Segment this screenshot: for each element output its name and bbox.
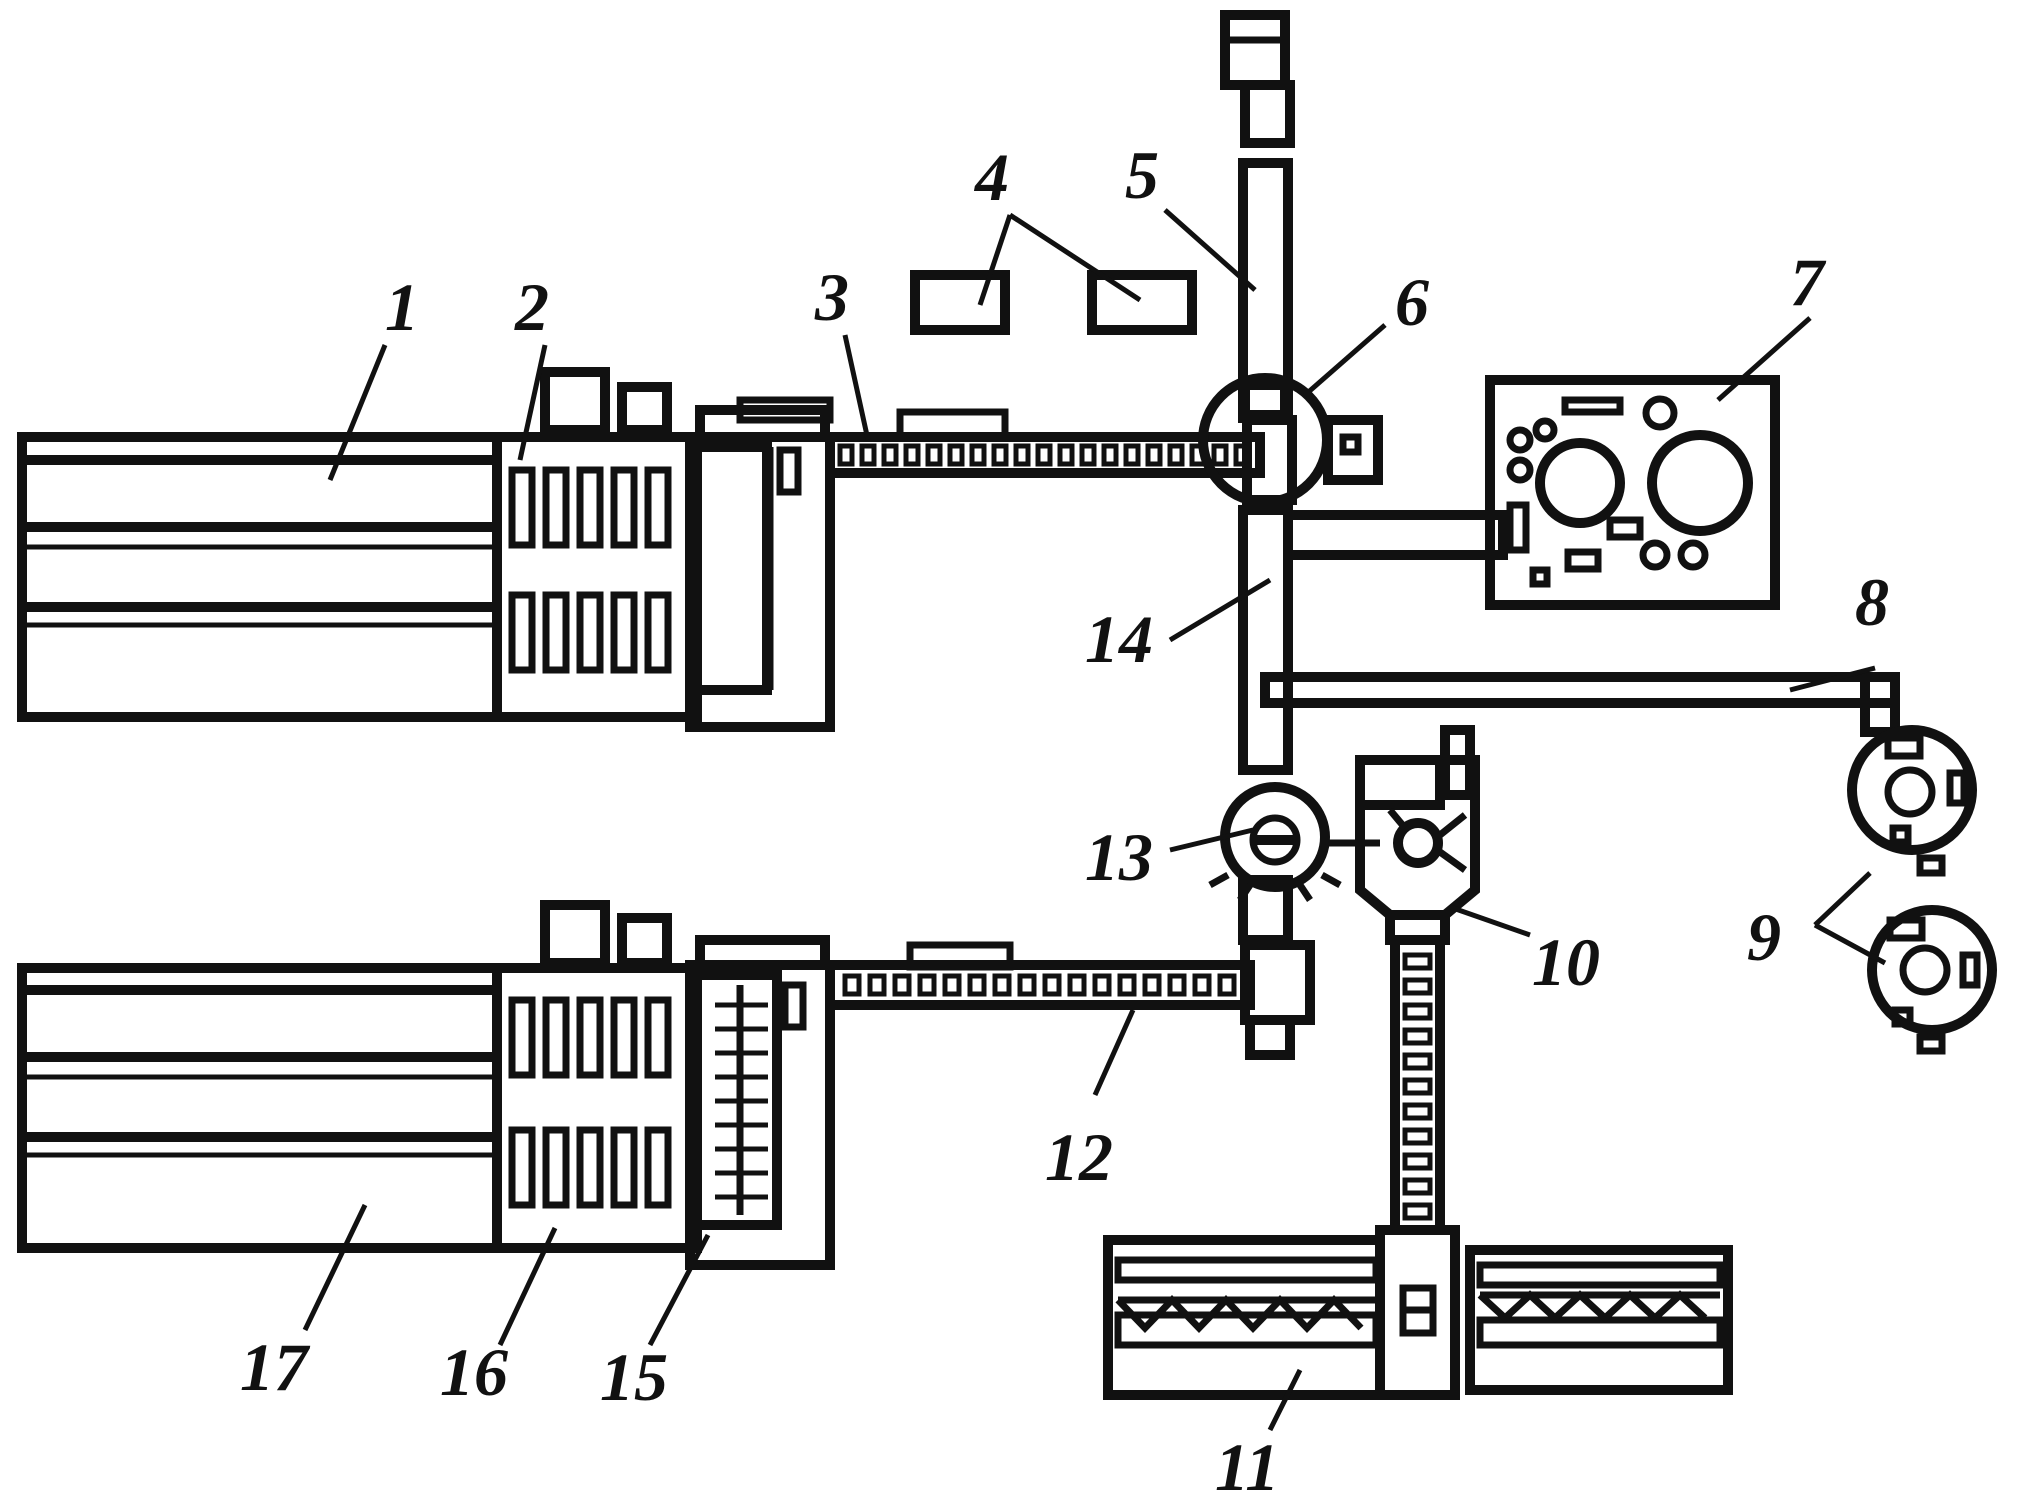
conveyor-cell bbox=[1217, 973, 1237, 997]
conveyor-cell bbox=[1402, 1127, 1433, 1146]
conveyor-cell bbox=[947, 443, 965, 467]
conveyor-cell bbox=[1402, 977, 1433, 996]
feeder-upper bbox=[685, 396, 835, 732]
unit-11-right bbox=[1465, 1245, 1733, 1395]
machine-1 bbox=[17, 432, 502, 722]
line-8 bbox=[1260, 672, 1900, 737]
conveyor-cell bbox=[1402, 1152, 1433, 1171]
turntable-6 bbox=[1198, 373, 1383, 507]
number-labels: 1 2 3 4 5 6 7 8 9 10 11 12 13 14 15 16 1… bbox=[240, 137, 1889, 1504]
conveyor-cell bbox=[1057, 443, 1075, 467]
conveyor-cell bbox=[942, 973, 962, 997]
label-8: 8 bbox=[1855, 564, 1889, 640]
label-15: 15 bbox=[600, 1339, 668, 1415]
conveyor-12 bbox=[825, 940, 1315, 1060]
conveyor-11-vertical bbox=[1375, 935, 1460, 1400]
conveyor-cell bbox=[1402, 952, 1433, 971]
conveyor-cell bbox=[969, 443, 987, 467]
conveyor-cell bbox=[867, 973, 887, 997]
conveyor-cell bbox=[1117, 973, 1137, 997]
conveyor-cell bbox=[1167, 973, 1187, 997]
label-6: 6 bbox=[1395, 264, 1429, 340]
conveyor-cell bbox=[1211, 443, 1229, 467]
unit-16-slots bbox=[508, 996, 672, 1209]
conveyor-cell bbox=[967, 973, 987, 997]
conveyor-cell bbox=[1013, 443, 1031, 467]
machine-17 bbox=[17, 963, 502, 1253]
conveyor-cell bbox=[1145, 443, 1163, 467]
conveyor-cell bbox=[991, 443, 1009, 467]
feeder-15 bbox=[685, 935, 835, 1270]
label-13: 13 bbox=[1085, 819, 1153, 895]
label-11: 11 bbox=[1215, 1429, 1279, 1504]
conveyor-cell bbox=[1067, 973, 1087, 997]
conveyor-cell bbox=[892, 973, 912, 997]
conveyor-3 bbox=[825, 408, 1265, 478]
conveyor-cell bbox=[1092, 973, 1112, 997]
conveyor-cell bbox=[837, 443, 855, 467]
unit-16 bbox=[492, 900, 702, 1253]
machine-9-top bbox=[1847, 725, 1977, 877]
conveyor-cell bbox=[1142, 973, 1162, 997]
conveyor-cell bbox=[859, 443, 877, 467]
label-7: 7 bbox=[1790, 244, 1827, 320]
conveyor-cell bbox=[1042, 973, 1062, 997]
label-2: 2 bbox=[514, 269, 549, 345]
unit-10 bbox=[1355, 725, 1480, 945]
conveyor-cell bbox=[1123, 443, 1141, 467]
conveyor-cell bbox=[1402, 1077, 1433, 1096]
conveyor-cell bbox=[1402, 1052, 1433, 1071]
conveyor-cell bbox=[1402, 1002, 1433, 1021]
label-9: 9 bbox=[1747, 899, 1781, 975]
machine-7 bbox=[1485, 375, 1780, 610]
label-4: 4 bbox=[973, 139, 1009, 215]
conveyor-cell bbox=[1402, 1177, 1433, 1196]
conveyor-cell bbox=[1017, 973, 1037, 997]
conveyor-cell bbox=[1402, 1202, 1433, 1221]
conveyor-cell bbox=[917, 973, 937, 997]
turntable-13 bbox=[1208, 782, 1380, 945]
conveyor-cell bbox=[881, 443, 899, 467]
conveyor-cell bbox=[903, 443, 921, 467]
conveyor-cell bbox=[1079, 443, 1097, 467]
label-12: 12 bbox=[1045, 1119, 1113, 1195]
conveyor-cell bbox=[1402, 1102, 1433, 1121]
leader-lines bbox=[302, 208, 1887, 1432]
conveyor-5 bbox=[1220, 10, 1295, 423]
label-10: 10 bbox=[1532, 924, 1600, 1000]
conveyor-cell bbox=[925, 443, 943, 467]
label-3: 3 bbox=[814, 259, 849, 335]
unit-4-boxes bbox=[910, 270, 1197, 335]
unit-2-slots bbox=[508, 466, 672, 674]
conveyor-cell bbox=[1167, 443, 1185, 467]
label-5: 5 bbox=[1125, 137, 1159, 213]
machine-9-bottom bbox=[1867, 905, 1997, 1055]
conveyor-cell bbox=[1402, 1027, 1433, 1046]
conveyor-cell bbox=[992, 973, 1012, 997]
conveyor-cell bbox=[1192, 973, 1212, 997]
label-14: 14 bbox=[1085, 601, 1153, 677]
label-17: 17 bbox=[240, 1329, 311, 1405]
conveyor-cell bbox=[1101, 443, 1119, 467]
conveyor-cell bbox=[842, 973, 862, 997]
conveyor-cell bbox=[1035, 443, 1053, 467]
conveyor-14 bbox=[1238, 505, 1293, 775]
link-to-7 bbox=[1283, 510, 1508, 560]
label-1: 1 bbox=[385, 269, 419, 345]
label-16: 16 bbox=[440, 1334, 508, 1410]
unit-11-left bbox=[1103, 1235, 1385, 1400]
